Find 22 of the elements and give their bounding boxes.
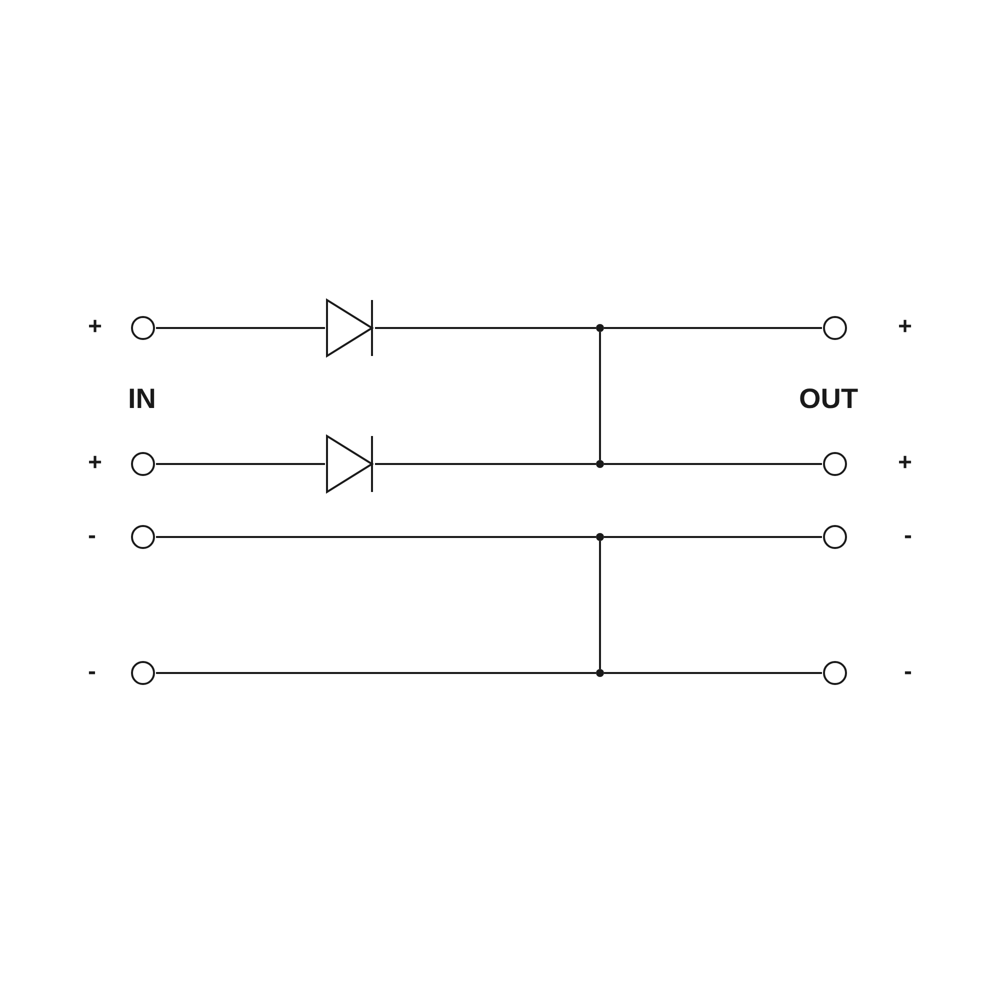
port-label: OUT xyxy=(799,384,858,414)
polarity-label: + xyxy=(898,315,912,339)
wire xyxy=(156,672,596,674)
polarity-label: - xyxy=(88,660,96,684)
wire xyxy=(604,536,822,538)
wire xyxy=(156,536,596,538)
wire xyxy=(375,327,596,329)
polarity-label: + xyxy=(898,451,912,475)
wire xyxy=(156,327,325,329)
polarity-label: + xyxy=(88,451,102,475)
wire xyxy=(375,463,596,465)
wire xyxy=(156,463,325,465)
polarity-label: - xyxy=(904,524,912,548)
wire xyxy=(599,541,601,669)
polarity-label: - xyxy=(88,524,96,548)
wire xyxy=(604,672,822,674)
polarity-label: - xyxy=(904,660,912,684)
wire xyxy=(599,332,601,460)
wire xyxy=(604,327,822,329)
wire xyxy=(604,463,822,465)
port-label: IN xyxy=(128,384,156,414)
polarity-label: + xyxy=(88,315,102,339)
